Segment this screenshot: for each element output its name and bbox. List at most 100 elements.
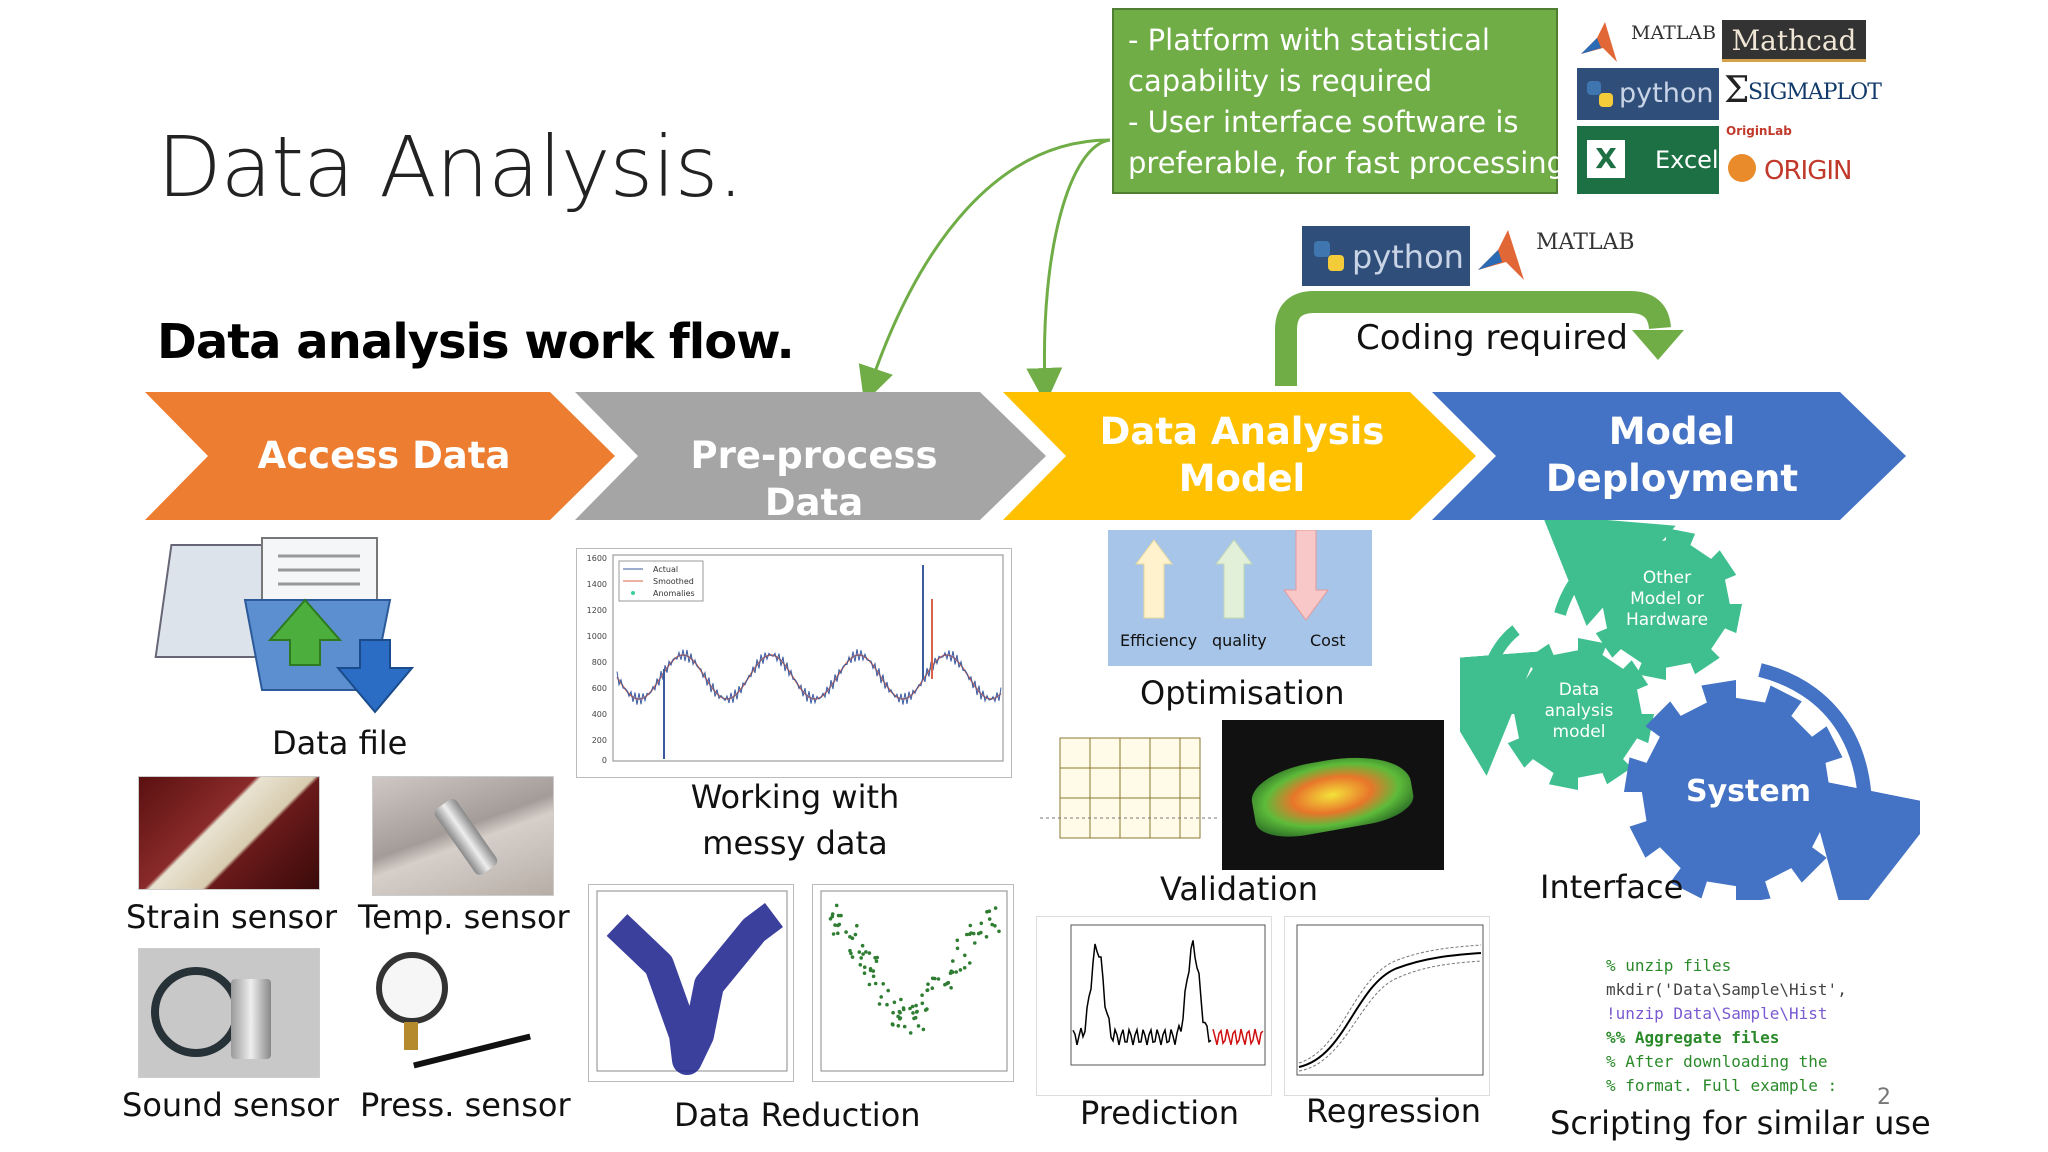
sound-body [231, 979, 271, 1059]
strain-sensor-photo [138, 776, 320, 890]
scatter-point [890, 1022, 895, 1026]
validation-label: Validation [1160, 870, 1319, 908]
cost-down-arrow [1283, 529, 1329, 621]
scatter-point [911, 1011, 915, 1015]
sigma-icon: Σ [1724, 70, 1750, 111]
scatter-point [926, 982, 930, 986]
scatter-point [837, 922, 842, 927]
scatter-point [968, 961, 972, 965]
scatter-point [855, 923, 859, 928]
scatter-point [833, 923, 837, 927]
chevron-preprocess [575, 392, 1046, 520]
scatter-point [963, 953, 967, 958]
regression-fit [1298, 952, 1482, 1068]
y-tick: 1000 [587, 632, 607, 641]
scatter-point [868, 968, 873, 973]
scatter-point [831, 932, 836, 936]
slide-title: Data Analysis. [157, 118, 744, 216]
matlab-logo-text: MATLAB [1631, 22, 1717, 44]
gear-analysis-model [1502, 638, 1654, 790]
python-icon [1314, 241, 1344, 271]
interface-label: Interface [1540, 868, 1684, 906]
note-line: capability is required [1128, 64, 1433, 98]
scatter-point [886, 988, 890, 993]
gear-arrow-left [1460, 625, 1538, 776]
scatter-point [920, 993, 924, 997]
press-gauge [376, 952, 448, 1024]
code-line: % format. Full example : [1606, 1076, 1838, 1095]
note-line: preferable, for fast processing [1128, 146, 1566, 180]
scatter-point [979, 930, 983, 935]
excel-icon: X [1587, 140, 1625, 178]
scatter-point [848, 935, 852, 939]
optimisation-label: Optimisation [1140, 674, 1345, 712]
actual-series [616, 649, 1002, 705]
scatter-point [836, 931, 840, 936]
step-label-line: Deployment [1545, 457, 1799, 500]
scatter-point [897, 1009, 902, 1014]
scatter-point [896, 1014, 900, 1019]
scatter-point [860, 943, 865, 948]
origin-logo: OriginLab ORIGIN [1722, 124, 1866, 194]
messy-data-plot: 1600 1400 1200 1000 800 600 400 200 0 Ac… [576, 548, 1012, 778]
scatter-point [987, 917, 992, 921]
note-arrow-right [1026, 138, 1111, 404]
scatter-point [925, 988, 930, 992]
step-analysis-model: Data Analysis Model [1066, 408, 1418, 502]
scatter-point [850, 955, 855, 959]
scatter-point [984, 935, 989, 939]
originlab-text: OriginLab [1726, 124, 1792, 138]
car-body [1247, 746, 1417, 844]
gear-other-line: Model or [1630, 589, 1704, 609]
scatter-point [945, 981, 949, 986]
code-line: !unzip Data\Sample\Hist [1606, 1004, 1828, 1023]
dense-cloud [606, 903, 783, 1075]
mathcad-logo-text: Mathcad [1731, 24, 1857, 57]
smoothed-series [616, 654, 1002, 700]
step-label-line: Model [1178, 457, 1306, 500]
prediction-svg [1070, 924, 1266, 1066]
gear-system-label: System [1686, 774, 1811, 809]
legend-smoothed: Smoothed [653, 577, 694, 586]
python-logo-text: python [1619, 78, 1714, 109]
scatter-point [864, 950, 868, 954]
sound-sensor-photo [138, 948, 320, 1078]
scatter-point [862, 965, 867, 969]
scatter-point [877, 1002, 882, 1006]
scatter-point [993, 924, 997, 928]
scatter-point [912, 1016, 916, 1021]
schematic-figure [1040, 728, 1220, 868]
sigmaplot-logo-text: SIGMAPLOT [1748, 80, 1882, 105]
excel-logo-text: Excel [1655, 146, 1719, 174]
scatter-point [914, 1003, 918, 1008]
requirements-note: - Platform with statistical capability i… [1112, 8, 1566, 194]
sigmaplot-logo: Σ SIGMAPLOT [1722, 68, 1882, 120]
sound-cable [151, 967, 241, 1057]
bar-label-cost: Cost [1310, 631, 1346, 650]
scatter-point [862, 971, 867, 975]
legend-anomalies: Anomalies [653, 589, 695, 598]
data-file-icon [154, 537, 415, 714]
scatter-point [990, 922, 994, 927]
code-line: %% Aggregate files [1606, 1028, 1780, 1047]
scatter-point [828, 917, 833, 921]
bar-label-efficiency: Efficiency [1120, 631, 1197, 650]
strain-sensor-label: Strain sensor [126, 898, 338, 936]
note-line: - User interface software is [1128, 105, 1519, 139]
y-tick: 1200 [587, 606, 607, 615]
prediction-label: Prediction [1080, 1094, 1239, 1132]
scatter-point [950, 970, 955, 974]
scatter-point [902, 1024, 907, 1029]
messy-line: messy data [702, 824, 888, 862]
note-arrow-left [858, 138, 1111, 404]
mathcad-logo: Mathcad [1722, 20, 1866, 62]
gear-other-line: Other [1642, 568, 1692, 588]
python-logo-text: python [1352, 238, 1464, 276]
matlab-logo: MATLAB [1577, 14, 1716, 66]
scatter-point [979, 921, 984, 926]
cfd-car-image [1222, 720, 1444, 870]
gear-arrow-top [1541, 520, 1676, 627]
page-number: 2 [1877, 1085, 1891, 1110]
note-line: - Platform with statistical [1128, 23, 1490, 57]
